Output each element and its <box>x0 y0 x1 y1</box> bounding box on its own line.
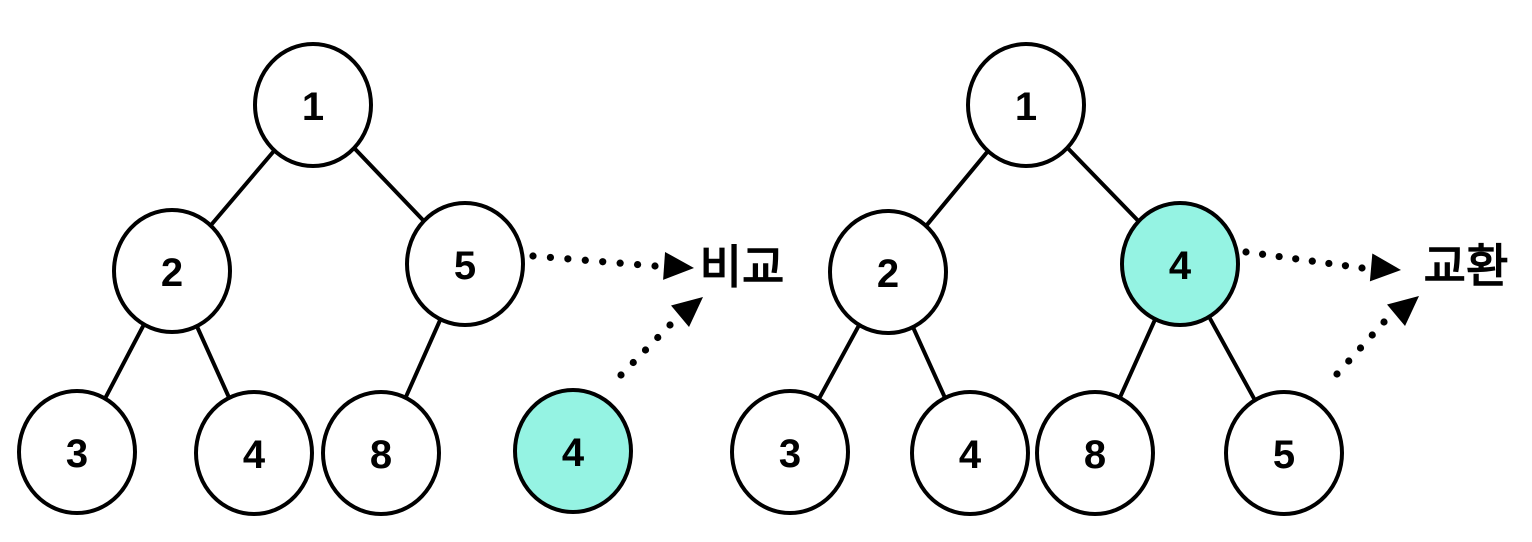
left-tree-before-compare: 1 2 5 3 4 8 4 비교 <box>17 42 785 516</box>
node-circle <box>1120 201 1240 327</box>
arrow-dot <box>1380 318 1388 326</box>
arrow-dot <box>546 253 555 262</box>
right-tree-after-swap-node-2: 2 <box>828 209 948 335</box>
node-circle <box>828 209 948 335</box>
left-tree-before-compare-node-8: 8 <box>321 390 441 516</box>
left-tree-before-compare-dotted-arrow-0 <box>529 251 694 280</box>
left-tree-before-compare-node-4: 4 <box>194 390 314 516</box>
arrow-dot <box>1325 259 1333 268</box>
tree-edge-5-8 <box>403 317 443 400</box>
left-tree-before-compare-node-3: 3 <box>17 389 137 515</box>
arrow-dot <box>1356 344 1365 352</box>
arrowhead-icon <box>1387 296 1419 327</box>
arrow-dot <box>1258 250 1267 258</box>
arrow-dot <box>1308 257 1316 265</box>
tree-edge-2-4 <box>194 324 232 400</box>
node-value: 5 <box>1273 433 1295 477</box>
action-label-swap: 교환 <box>1424 240 1509 292</box>
arrow-dot <box>1292 255 1300 263</box>
node-value: 2 <box>161 251 183 295</box>
right-tree-after-swap: 1 2 4 3 4 8 5 교환 <box>730 42 1509 516</box>
arrow-dot <box>616 259 624 267</box>
arrow-dot <box>633 260 642 269</box>
arrow-dot <box>1333 370 1341 378</box>
node-circle <box>405 201 525 327</box>
arrow-dot <box>581 256 589 264</box>
node-circle <box>321 390 441 516</box>
arrow-dot <box>1345 357 1353 365</box>
right-tree-after-swap-node-1: 1 <box>966 42 1086 168</box>
node-value: 3 <box>66 432 88 476</box>
node-circle <box>730 389 850 515</box>
node-circle <box>17 389 137 515</box>
node-circle <box>513 388 633 514</box>
right-tree-after-swap-node-8: 8 <box>1035 390 1155 516</box>
arrow-dot <box>617 371 625 379</box>
arrowhead-icon <box>671 297 703 328</box>
right-tree-after-swap-node-5: 5 <box>1224 390 1344 516</box>
tree-edge-1-4h <box>1065 145 1141 224</box>
node-circle <box>910 390 1030 516</box>
node-value: 2 <box>877 252 899 296</box>
arrow-dot <box>654 333 662 342</box>
tree-edge-2-4 <box>910 325 948 400</box>
node-value: 5 <box>454 244 476 288</box>
arrow-dot <box>599 258 607 266</box>
arrow-dot <box>1275 252 1283 261</box>
node-value: 4 <box>243 433 266 477</box>
arrow-dot <box>1358 264 1366 272</box>
node-circle <box>966 42 1086 168</box>
tree-edge-4h-8 <box>1117 317 1158 400</box>
right-tree-after-swap-node-4: 4 <box>910 390 1030 516</box>
right-tree-after-swap-dotted-arrow-1 <box>1333 296 1419 378</box>
arrowhead-icon <box>663 251 694 280</box>
node-value: 8 <box>370 433 392 477</box>
tree-edge-1-5 <box>352 146 426 223</box>
node-value: 1 <box>302 85 324 129</box>
arrow-dot <box>651 262 659 270</box>
right-tree-after-swap-dotted-arrow-0 <box>1242 248 1401 282</box>
arrow-dot <box>629 358 637 367</box>
node-circle <box>1224 390 1344 516</box>
arrowhead-icon <box>1369 253 1401 282</box>
tree-edge-1-2 <box>924 149 990 228</box>
right-tree-after-swap-node-3: 3 <box>730 389 850 515</box>
tree-edge-1-2 <box>208 148 277 228</box>
arrow-dot <box>1368 331 1376 339</box>
left-tree-before-compare-dotted-arrow-1 <box>617 297 703 379</box>
node-circle <box>253 42 373 168</box>
arrow-dot <box>1242 248 1250 256</box>
node-value: 8 <box>1084 433 1106 477</box>
node-circle <box>112 208 232 334</box>
node-value: 4 <box>959 433 982 477</box>
node-value: 1 <box>1015 85 1037 129</box>
left-tree-before-compare-node-new4-highlighted: 4 <box>513 388 633 514</box>
node-value: 3 <box>779 432 801 476</box>
tree-edge-2-3 <box>816 322 862 402</box>
left-tree-before-compare-node-1: 1 <box>253 42 373 168</box>
node-circle <box>194 390 314 516</box>
right-tree-after-swap-node-4h-highlighted: 4 <box>1120 201 1240 327</box>
left-tree-before-compare-node-2: 2 <box>112 208 232 334</box>
action-label-compare: 비교 <box>700 241 785 293</box>
node-circle <box>1035 390 1155 516</box>
arrow-dot <box>529 252 537 260</box>
node-value: 4 <box>562 431 585 475</box>
node-value: 4 <box>1169 244 1192 288</box>
left-tree-before-compare-node-5: 5 <box>405 201 525 327</box>
tree-edge-4h-5 <box>1207 314 1257 403</box>
arrow-dot <box>564 255 572 263</box>
arrow-dot <box>1341 262 1350 270</box>
arrow-dot <box>641 346 650 354</box>
tree-edge-2-3 <box>103 322 146 401</box>
arrow-dot <box>666 321 674 329</box>
